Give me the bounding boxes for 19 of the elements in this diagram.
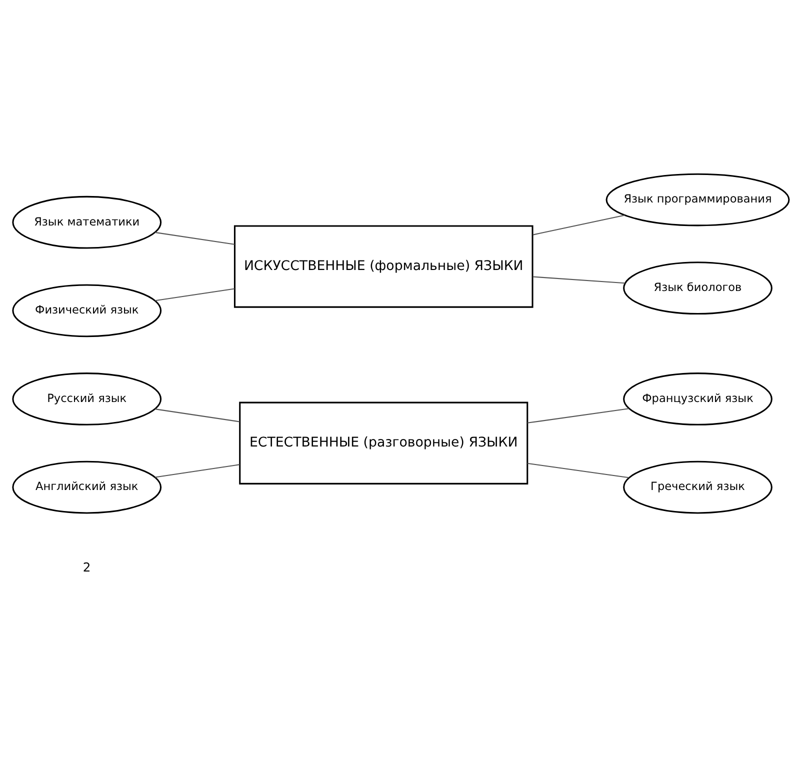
node-ellipse: Язык программирования (606, 172, 790, 226)
connector (532, 276, 626, 284)
node-ellipse: Английский язык (12, 460, 162, 514)
node-ellipse: Физический язык (12, 284, 162, 337)
node-ellipse: Французский язык (623, 372, 772, 425)
node-box: ИСКУССТВЕННЫЕ (формальные) ЯЗЫКИ (234, 224, 534, 308)
node-ellipse: Язык математики (12, 195, 162, 248)
label: 2 (82, 560, 91, 574)
node-ellipse: Русский язык (12, 372, 162, 425)
connector (155, 464, 240, 478)
node-ellipse: Греческий язык (623, 460, 772, 514)
connector (527, 462, 629, 478)
connector (527, 408, 629, 423)
connector (155, 231, 235, 244)
connector (532, 214, 625, 235)
node-box: ЕСТЕСТВЕННЫЕ (разговорные) ЯЗЫКИ (239, 401, 528, 484)
connector (155, 288, 235, 301)
connector (155, 408, 240, 422)
node-ellipse: Язык биологов (623, 261, 772, 314)
